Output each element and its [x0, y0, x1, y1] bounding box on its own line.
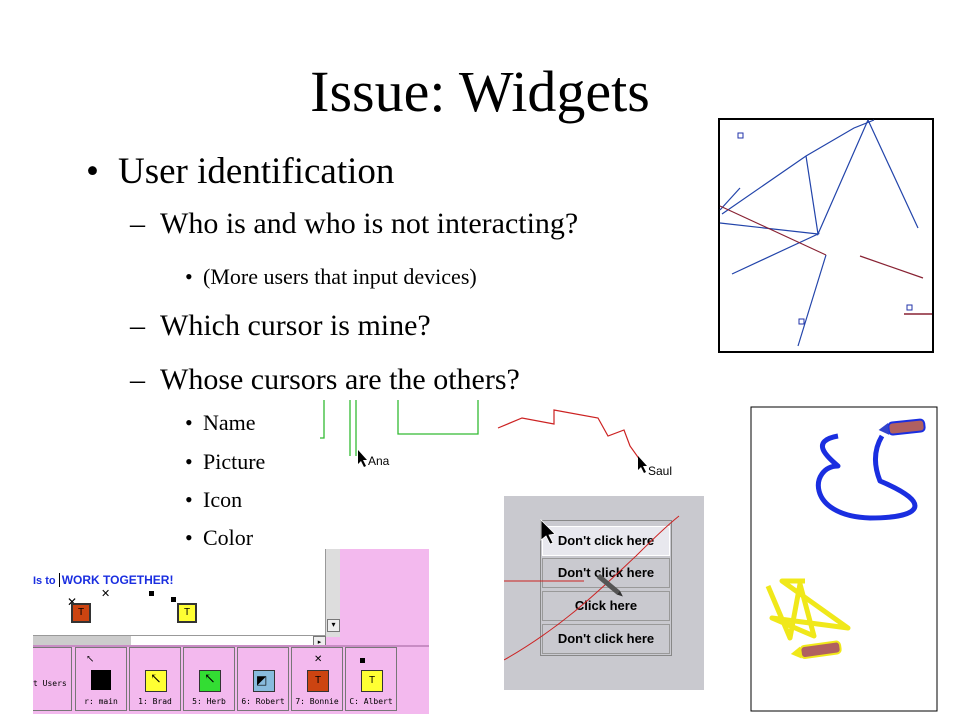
- click-here-button[interactable]: Click here: [542, 591, 670, 621]
- bullet-user-identification: •User identification: [86, 151, 395, 192]
- sketch-line: [719, 205, 827, 256]
- sketch-border: [718, 118, 934, 353]
- scroll-thumb[interactable]: [33, 636, 131, 647]
- cursor-label-ana: Ana: [368, 454, 390, 468]
- eraser-icon: ◩: [256, 673, 268, 687]
- line-sketch-canvas: [718, 118, 934, 353]
- bullet-picture: •Picture: [185, 449, 266, 474]
- sketch-line: [719, 187, 741, 211]
- bullet-more-users: •(More users that input devices): [185, 264, 477, 289]
- users-header: t Users: [33, 647, 72, 711]
- sketch-line: [867, 119, 919, 229]
- x-cursor-icon: ✕: [101, 588, 111, 600]
- dont-click-button-2[interactable]: Don't click here: [542, 558, 670, 588]
- text-tool-icon[interactable]: T: [71, 603, 91, 623]
- sketch-line: [859, 255, 924, 279]
- cursor-arrow-icon: ↖: [86, 654, 95, 665]
- bullet-who-interacting: –Who is and who is not interacting?: [130, 207, 579, 240]
- user-bonnie[interactable]: T ✕ 7: Bonnie: [291, 647, 343, 711]
- groupware-window: ▾ ▸ Is to WORK TOGETHER! ✕ ✕ T T t Users…: [33, 549, 429, 714]
- text-tool-icon: T: [361, 670, 383, 692]
- blue-crayon-icon: [878, 418, 926, 436]
- pencil-icon: [596, 574, 623, 597]
- vertical-scrollbar[interactable]: ▾: [325, 549, 340, 637]
- user-color-swatch: [91, 670, 111, 690]
- x-cursor-icon: ✕: [314, 654, 323, 665]
- blue-crayon-shape: [815, 433, 918, 521]
- divider: [33, 645, 429, 647]
- bullet-whose-cursors: –Whose cursors are the others?: [130, 363, 520, 396]
- yellow-crayon-star: [765, 578, 851, 641]
- bullet-icon: •Icon: [185, 487, 243, 512]
- cursor-label-saul: Saul: [648, 464, 673, 478]
- square-cursor-icon: [171, 597, 176, 602]
- text-tool-icon[interactable]: T: [177, 603, 197, 623]
- square-cursor-icon: [149, 591, 154, 596]
- green-trail: [320, 400, 325, 439]
- red-trail: [504, 515, 680, 661]
- cursor-arrow-icon: [358, 450, 367, 467]
- sketch-line: [797, 254, 827, 347]
- telepointer-trails: [320, 400, 647, 473]
- square-cursor-icon: [360, 658, 365, 663]
- banner-text: Is to WORK TOGETHER!: [33, 573, 174, 587]
- bullet-which-cursor: –Which cursor is mine?: [130, 309, 431, 342]
- green-trail: [397, 400, 479, 435]
- selection-handle: [906, 304, 913, 311]
- user-color-swatch: [145, 670, 167, 692]
- selection-handle: [737, 132, 744, 139]
- cursor-arrow-icon: [638, 456, 647, 473]
- cursor-arrow-icon: ↖: [204, 672, 216, 687]
- pane-overlay: [504, 515, 680, 661]
- red-trail: [497, 409, 641, 461]
- x-cursor-icon: ✕: [67, 595, 78, 609]
- cursor-arrow-icon: ↖: [150, 672, 162, 687]
- bullet-color: •Color: [185, 525, 254, 550]
- scroll-down-arrow-icon[interactable]: ▾: [327, 619, 340, 632]
- sketch-border: [750, 406, 938, 712]
- bullet-name: •Name: [185, 410, 256, 435]
- crayon-sketch-canvas: [750, 406, 938, 712]
- user-albert[interactable]: T C: Albert: [345, 647, 397, 711]
- user-brad[interactable]: ↖ 1: Brad: [129, 647, 181, 711]
- sketch-line: [721, 119, 875, 215]
- user-robert[interactable]: ◩ 6: Robert: [237, 647, 289, 711]
- telepointer-button-pane: Don't click here Don't click here Click …: [504, 496, 704, 690]
- selection-handle: [798, 318, 805, 325]
- user-herb[interactable]: ↖ 5: Herb: [183, 647, 235, 711]
- user-color-swatch: [199, 670, 221, 692]
- yellow-crayon-icon: [790, 640, 842, 659]
- slide-title: Issue: Widgets: [310, 59, 650, 124]
- canvas-area: [33, 549, 325, 637]
- dont-click-button-3[interactable]: Don't click here: [542, 624, 670, 654]
- button-group-frame: [540, 520, 672, 656]
- dont-click-button-1[interactable]: Don't click here: [542, 526, 670, 556]
- sketch-line: [805, 119, 869, 237]
- user-color-swatch: [253, 670, 275, 692]
- user-main[interactable]: ↖ r: main: [75, 647, 127, 711]
- text-tool-icon: T: [307, 670, 329, 692]
- cursor-arrow-icon: [540, 519, 556, 545]
